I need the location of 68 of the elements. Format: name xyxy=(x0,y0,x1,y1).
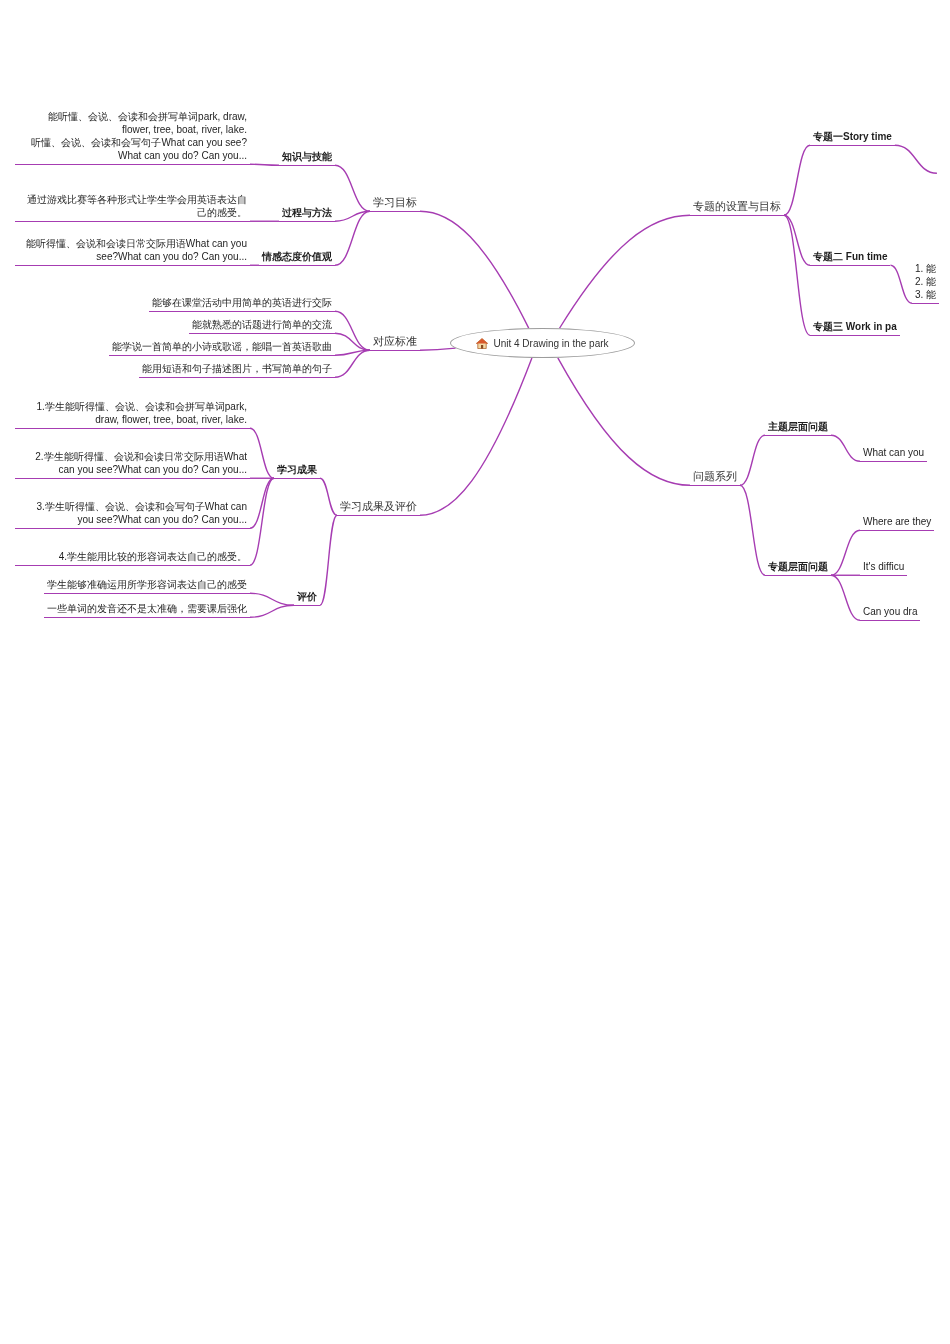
branch-connector xyxy=(830,529,861,576)
subtopic: 学习成果 xyxy=(274,463,320,479)
branch-connector xyxy=(739,434,766,486)
subtopic: 专题三 Work in pa xyxy=(810,320,900,336)
note-text: 听懂、会说、会读和会写句子What can you see?What can you do? Can you... xyxy=(30,136,247,162)
subtopic: 知识与技能 xyxy=(279,150,335,166)
branch-connector xyxy=(334,210,371,266)
leaf-note: Can you dra xyxy=(860,605,921,621)
branch-connector xyxy=(249,220,280,222)
leaf-note: 4.学生能用比较的形容词表达自己的感受。 xyxy=(15,550,250,566)
subtopic: 情感态度价值观 xyxy=(259,250,335,266)
main-topic: 问题系列 xyxy=(690,470,740,486)
leaf-note: 能够在课堂活动中用简单的英语进行交际 xyxy=(149,296,335,312)
subtopic: 专题层面问题 xyxy=(765,560,831,576)
leaf-note: Where are they xyxy=(860,515,935,531)
branch-connector xyxy=(334,332,371,351)
branch-connector xyxy=(249,163,280,166)
subtopic: 专题二 Fun time xyxy=(810,250,891,266)
subtopic: 主题层面问题 xyxy=(765,420,831,436)
branch-connector xyxy=(334,349,371,378)
branch-connector xyxy=(830,434,861,462)
branch-connector xyxy=(249,477,275,529)
branch-connector xyxy=(419,347,457,351)
leaf-note: 能用短语和句子描述图片，书写简单的句子 xyxy=(139,362,335,378)
central-topic-text: Unit 4 Drawing in the park xyxy=(493,336,609,350)
leaf-note: 能就熟悉的话题进行简单的交流 xyxy=(189,318,335,334)
note-text: 3. 能 xyxy=(915,288,937,301)
leaf-note xyxy=(912,262,940,304)
branch-connector xyxy=(249,264,260,266)
branch-connector xyxy=(249,604,295,618)
branch-connector xyxy=(419,357,533,516)
note-text: 1. 能 xyxy=(915,262,937,275)
branch-connector xyxy=(783,214,811,266)
leaf-note: 通过游戏比赛等各种形式让学生学会用英语表达自己的感受。 xyxy=(15,193,250,222)
note-text: 能听懂、会说、会读和会拼写单词park, draw, flower, tree, boat, river, lake. xyxy=(47,110,247,136)
branch-connector xyxy=(739,484,766,576)
branch-connector xyxy=(558,214,691,329)
branch-connector xyxy=(249,592,295,606)
main-topic: 对应标准 xyxy=(370,335,420,351)
branch-connector xyxy=(249,427,275,479)
branch-connector xyxy=(783,144,811,216)
main-topic: 专题的设置与目标 xyxy=(690,200,784,216)
leaf-note: 能学说一首简单的小诗或歌谣，能唱一首英语歌曲 xyxy=(109,340,335,356)
main-topic: 学习目标 xyxy=(370,196,420,212)
leaf-note: 2.学生能听得懂、会说和会读日常交际用语What can you see?What can you do? Can you... xyxy=(15,450,250,479)
branch-connector xyxy=(557,357,691,486)
leaf-note: It's difficu xyxy=(860,560,908,576)
branch-connector xyxy=(249,477,275,566)
branch-connector xyxy=(419,210,530,329)
branch-connector xyxy=(894,144,938,174)
leaf-note: What can you xyxy=(860,446,928,462)
leaf-note: 一些单词的发音还不是太准确，需要课后强化 xyxy=(44,602,250,618)
branch-connector xyxy=(319,514,338,606)
leaf-note: 3.学生听得懂、会说、会读和会写句子What can you see?What can you do? Can you... xyxy=(15,500,250,529)
branch-connector xyxy=(889,264,913,304)
subtopic: 评价 xyxy=(294,590,320,606)
leaf-note: 1.学生能听得懂、会说、会读和会拼写单词park, draw, flower, tree, boat, river, lake. xyxy=(15,400,250,429)
branch-connector xyxy=(783,214,811,336)
leaf-note xyxy=(15,110,250,165)
branch-connector xyxy=(334,164,371,212)
subtopic: 专题一Story time xyxy=(810,130,895,146)
main-topic: 学习成果及评价 xyxy=(337,500,420,516)
leaf-note: 能听得懂、会说和会读日常交际用语What can you see?What can you do? Can you... xyxy=(15,237,250,266)
note-text: 2. 能 xyxy=(915,275,937,288)
branch-connector xyxy=(319,477,338,516)
branch-connector xyxy=(830,574,861,621)
leaf-note: 学生能够准确运用所学形容词表达自己的感受 xyxy=(44,578,250,594)
subtopic: 过程与方法 xyxy=(279,206,335,222)
